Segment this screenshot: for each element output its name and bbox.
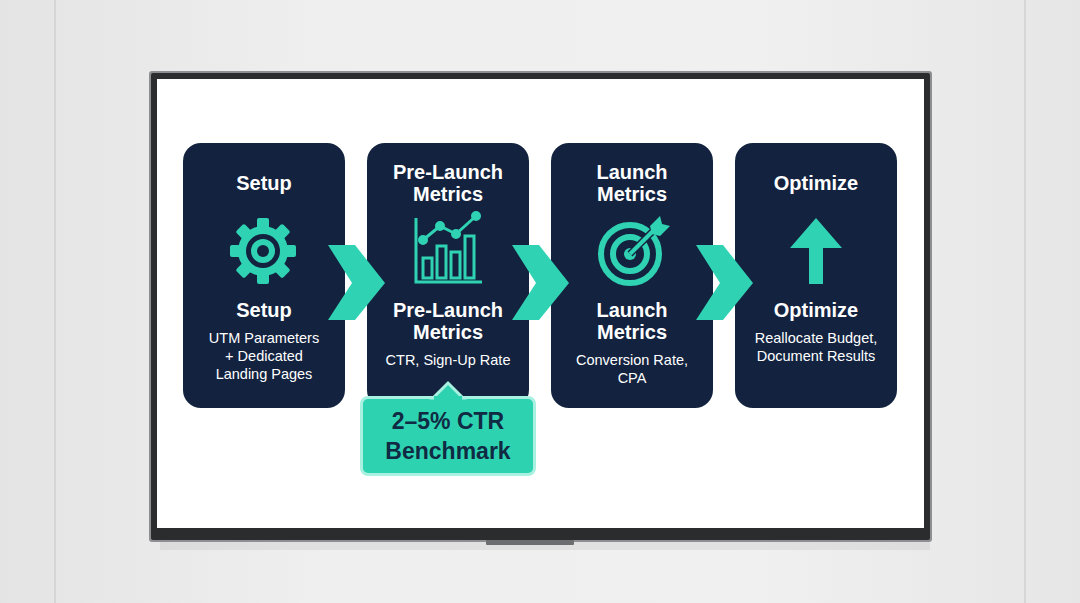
wall-seam — [54, 0, 56, 603]
gear-icon — [230, 218, 296, 284]
step-description: UTM Parameters + Dedicated Landing Pages — [205, 329, 323, 383]
tv-bezel — [151, 73, 930, 540]
detail-area: SetupUTM Parameters + Dedicated Landing … — [183, 299, 345, 383]
process-box: SetupSetupUTM Parameters + Dedicated Lan… — [183, 143, 345, 408]
wall-seam — [1024, 0, 1026, 603]
step-heading: Optimize — [756, 299, 876, 321]
process-box: Pre-Launch MetricsPre-Launch MetricsCTR,… — [367, 143, 529, 408]
detail-area: Pre-Launch MetricsCTR, Sign-Up Rate — [367, 299, 529, 369]
chevron-shape — [696, 245, 753, 320]
step-description: CTR, Sign-Up Rate — [376, 351, 521, 369]
step-heading: Pre-Launch Metrics — [388, 299, 508, 343]
process-box: Launch MetricsLaunch MetricsConversion R… — [551, 143, 713, 408]
callout-text: 2–5% CTR Benchmark — [373, 406, 523, 466]
tv-stand — [486, 540, 574, 545]
up-arrow-icon — [790, 218, 842, 284]
chart-icon — [416, 213, 482, 283]
heading-area: Pre-Launch Metrics — [367, 153, 529, 213]
callout-box: 2–5% CTR Benchmark — [360, 396, 536, 476]
step-heading: Pre-Launch Metrics — [388, 161, 508, 205]
step-heading: Optimize — [756, 172, 876, 194]
chevron-connector — [696, 245, 753, 320]
chevron-connector — [328, 245, 385, 320]
step-description: Reallocate Budget, Document Results — [744, 329, 889, 365]
chevron-connector — [512, 245, 569, 320]
step-heading: Setup — [204, 172, 324, 194]
detail-area: OptimizeReallocate Budget, Document Resu… — [735, 299, 897, 365]
heading-area: Setup — [183, 153, 345, 213]
callout-pointer — [433, 383, 463, 398]
target-icon — [601, 216, 670, 283]
chevron-shape — [328, 245, 385, 320]
step-heading: Launch Metrics — [572, 161, 692, 205]
heading-area: Optimize — [735, 153, 897, 213]
tv-screen — [157, 79, 924, 528]
heading-area: Launch Metrics — [551, 153, 713, 213]
step-heading: Launch Metrics — [572, 299, 692, 343]
step-heading: Setup — [204, 299, 324, 321]
tv-rim — [149, 71, 932, 542]
step-description: Conversion Rate, CPA — [567, 351, 697, 387]
process-box: OptimizeOptimizeReallocate Budget, Docum… — [735, 143, 897, 408]
callout-pointer-join — [434, 396, 462, 401]
chevron-shape — [512, 245, 569, 320]
detail-area: Launch MetricsConversion Rate, CPA — [551, 299, 713, 387]
